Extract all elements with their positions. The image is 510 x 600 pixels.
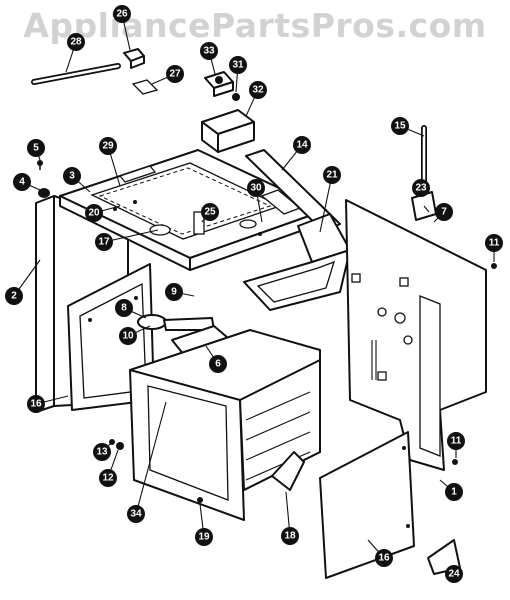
svg-text:10: 10 (122, 331, 134, 342)
callout-13: 13 (93, 443, 111, 461)
svg-text:4: 4 (19, 177, 25, 188)
svg-text:32: 32 (252, 85, 264, 96)
svg-text:11: 11 (451, 436, 462, 447)
part-switch (204, 71, 234, 97)
part-fastener-b (116, 442, 124, 450)
callout-6: 6 (209, 355, 227, 373)
svg-text:27: 27 (169, 69, 181, 80)
svg-text:16: 16 (378, 553, 390, 564)
callout-25: 25 (201, 203, 219, 221)
callout-17: 17 (95, 233, 113, 251)
part-screw (232, 93, 240, 101)
svg-text:5: 5 (33, 143, 39, 154)
svg-text:14: 14 (296, 140, 308, 151)
callout-4: 4 (13, 173, 31, 191)
part-strip (245, 149, 341, 233)
callout-11-lower: 11 (447, 432, 465, 450)
callout-26: 26 (113, 5, 131, 23)
svg-text:11: 11 (489, 238, 500, 249)
part-clip-lower (271, 451, 305, 491)
svg-text:6: 6 (215, 359, 221, 370)
callout-19: 19 (195, 528, 213, 546)
svg-text:33: 33 (203, 46, 215, 57)
callout-34: 34 (127, 505, 145, 523)
svg-text:31: 31 (232, 60, 244, 71)
callout-31: 31 (229, 56, 247, 74)
callout-28: 28 (67, 33, 85, 51)
svg-text:25: 25 (204, 207, 216, 218)
callout-11: 11 (485, 234, 503, 252)
svg-text:26: 26 (116, 9, 128, 20)
callout-23: 23 (412, 179, 430, 197)
part-screw-right (491, 263, 497, 269)
callout-5: 5 (27, 139, 45, 157)
part-rod (31, 63, 121, 85)
callout-3: 3 (63, 167, 81, 185)
part-box (201, 109, 255, 153)
callout-9: 9 (165, 283, 183, 301)
callout-8: 8 (115, 299, 133, 317)
part-tray (243, 213, 351, 311)
callout-29: 29 (99, 137, 117, 155)
callout-21: 21 (323, 166, 341, 184)
svg-text:29: 29 (102, 141, 114, 152)
callout-16-lower: 16 (375, 549, 393, 567)
part-fastener-c (197, 497, 203, 503)
svg-text:28: 28 (70, 37, 82, 48)
svg-text:18: 18 (284, 531, 296, 542)
part-lower-panel (319, 431, 415, 579)
svg-text:1: 1 (451, 487, 457, 498)
callout-15: 15 (391, 117, 409, 135)
svg-text:15: 15 (394, 121, 406, 132)
svg-text:23: 23 (415, 183, 427, 194)
callout-16: 16 (27, 395, 45, 413)
svg-text:16: 16 (30, 399, 42, 410)
callout-14: 14 (293, 136, 311, 154)
svg-text:3: 3 (69, 171, 75, 182)
callout-2: 2 (5, 287, 23, 305)
callout-32: 32 (249, 81, 267, 99)
svg-text:9: 9 (171, 287, 177, 298)
part-plate (131, 79, 159, 95)
svg-text:7: 7 (441, 207, 447, 218)
part-burner-valve (137, 314, 215, 331)
svg-text:12: 12 (102, 473, 114, 484)
callout-33: 33 (200, 42, 218, 60)
svg-text:21: 21 (326, 170, 338, 181)
callout-18: 18 (281, 527, 299, 545)
svg-text:30: 30 (250, 183, 262, 194)
callout-12: 12 (99, 469, 117, 487)
svg-text:24: 24 (448, 569, 460, 580)
callout-24: 24 (445, 565, 463, 583)
svg-text:2: 2 (11, 291, 17, 302)
part-rear-panel (345, 199, 487, 471)
part-grommet (38, 188, 50, 198)
callout-27: 27 (166, 65, 184, 83)
watermark-text: AppliancePartsPros.com (23, 6, 487, 45)
svg-text:13: 13 (96, 447, 108, 458)
callout-10: 10 (119, 327, 137, 345)
part-fastener-a (109, 439, 115, 445)
callout-30: 30 (247, 179, 265, 197)
svg-text:17: 17 (98, 237, 110, 248)
part-screw-small (37, 160, 43, 170)
part-clip (123, 48, 145, 69)
callout-7: 7 (435, 203, 453, 221)
svg-text:8: 8 (121, 303, 127, 314)
part-screw-right-lower (452, 459, 458, 465)
callout-20: 20 (85, 204, 103, 222)
callout-1: 1 (445, 483, 463, 501)
svg-text:19: 19 (198, 532, 210, 543)
svg-text:34: 34 (130, 509, 142, 520)
svg-text:20: 20 (88, 208, 100, 219)
